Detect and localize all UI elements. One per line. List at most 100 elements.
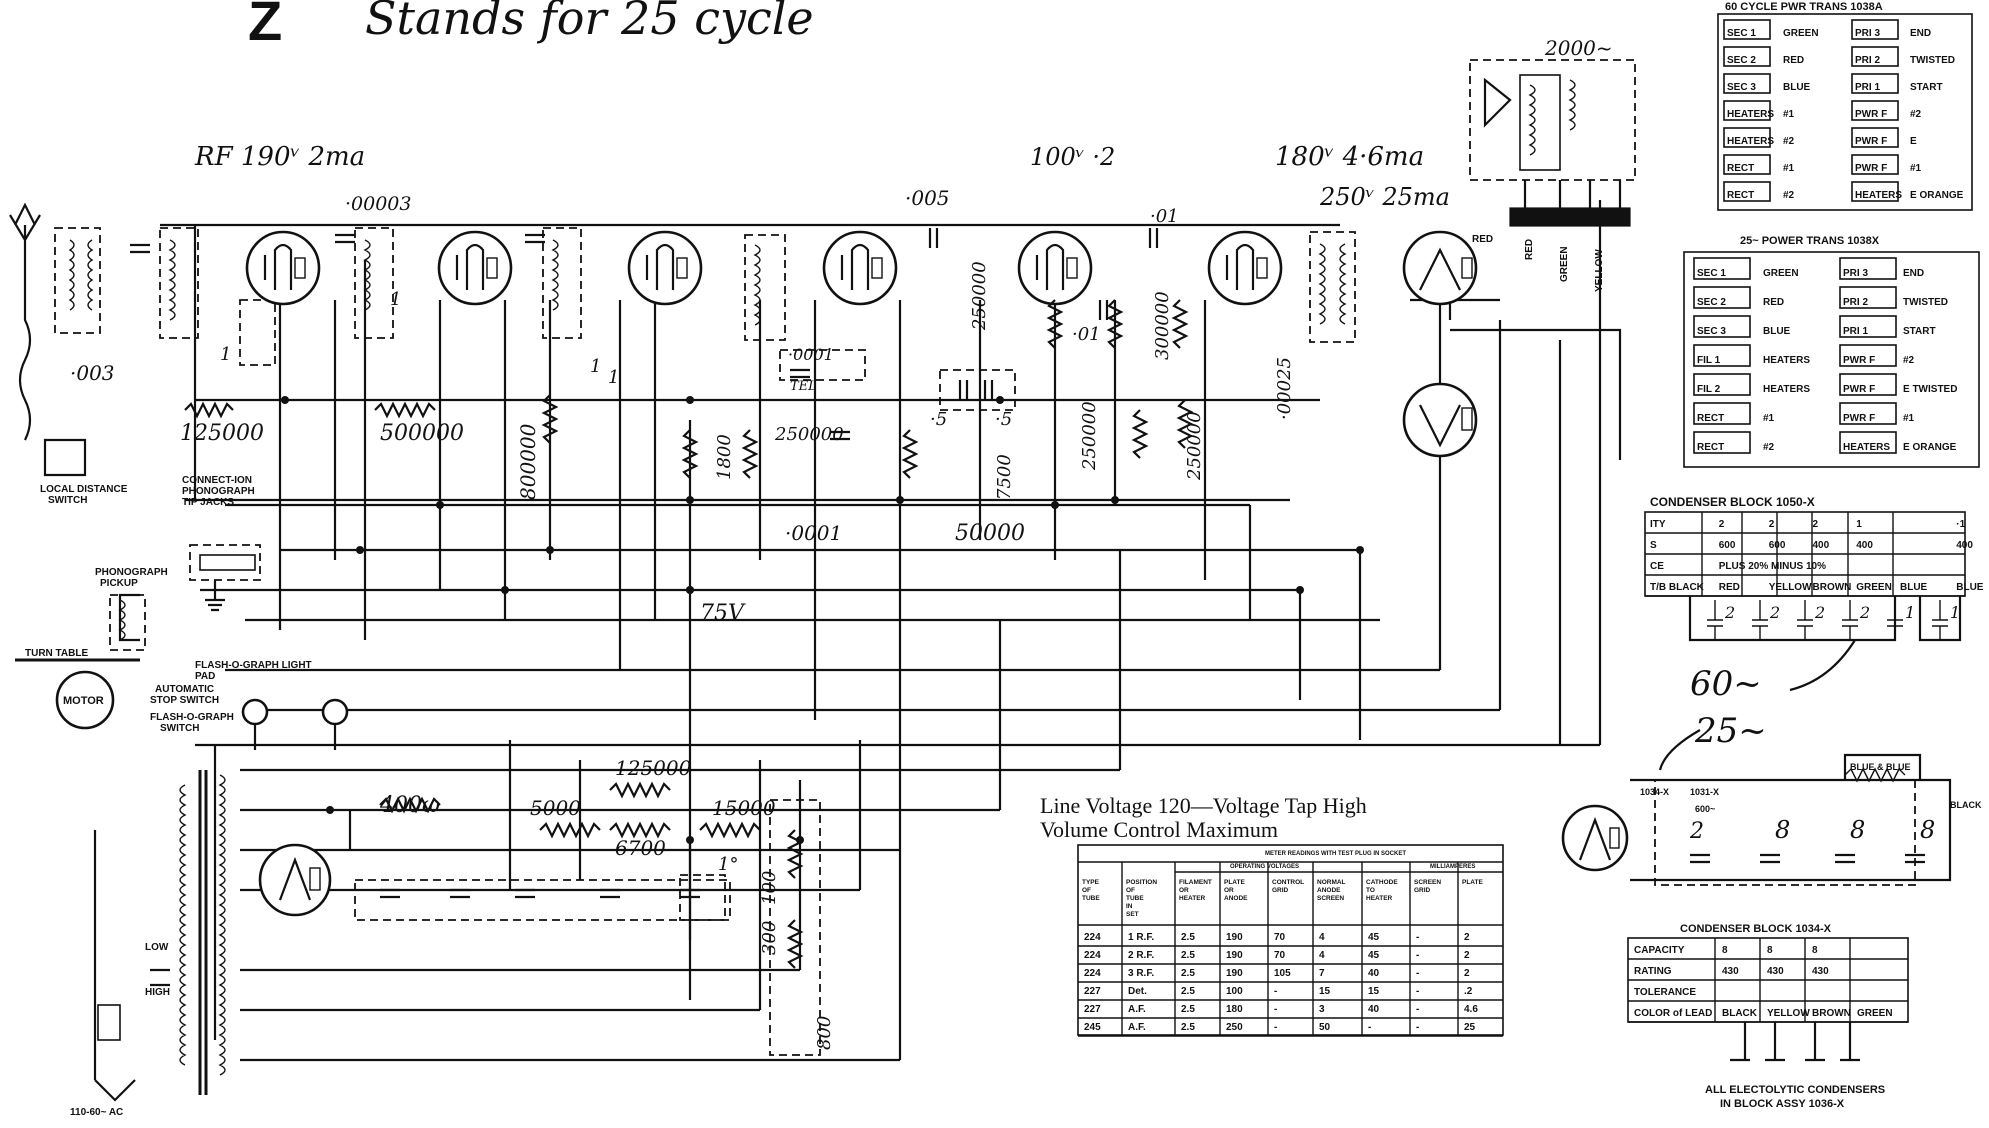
cond1034-note-2: IN BLOCK ASSY 1036-X	[1720, 1098, 1845, 1110]
vt-cell: 2.5	[1181, 968, 1195, 979]
vt-header-word: TYPE	[1082, 879, 1100, 886]
vt-header-word: TO	[1366, 887, 1375, 894]
vt-header-word: HEATER	[1366, 895, 1393, 902]
res-300000: 300000	[1152, 291, 1173, 360]
pwr25-cell: #2	[1903, 355, 1915, 366]
tube-output	[1402, 230, 1478, 306]
res-100: 100	[759, 871, 780, 905]
cond1050-cell: 1	[1856, 519, 1862, 530]
wire-yellow: YELLOW	[1594, 249, 1605, 292]
res-500000: 500000	[380, 421, 464, 446]
cond1050-cell: YELLOW	[1769, 582, 1812, 593]
vt-cell: 2.5	[1181, 950, 1195, 961]
pwr25-title: 25~ POWER TRANS 1038X	[1740, 235, 1880, 247]
vt-header-word: SCREEN	[1317, 895, 1344, 902]
local-distance-label-1: LOCAL DISTANCE	[40, 484, 128, 495]
cond1050-cell: 400	[1956, 540, 1973, 551]
pwr60-cell: PRI 2	[1855, 55, 1880, 66]
cond1034-cell: GREEN	[1857, 1008, 1893, 1019]
pwr60-cell: PRI 3	[1855, 28, 1880, 39]
filter-lbl1031: 1031-X	[1690, 787, 1719, 797]
vt-cell: 4	[1319, 950, 1325, 961]
vt-header-word: TUBE	[1082, 895, 1100, 902]
vt-cell: -	[1274, 986, 1277, 997]
tube-rf2	[437, 230, 513, 306]
cond1050-cell: RED	[1719, 582, 1740, 593]
vt-cell: 4	[1319, 932, 1325, 943]
vt-cell: A.F.	[1128, 1022, 1146, 1033]
pwr25-cell: END	[1903, 268, 1924, 279]
cond1050-cell: ITY	[1650, 519, 1666, 530]
vt-cell: 25	[1464, 1022, 1476, 1033]
v180-label: 180ᵛ 4·6ma	[1275, 142, 1424, 172]
res-125000b: 125000	[615, 756, 692, 780]
cond1034-cell: 8	[1722, 945, 1728, 956]
vt-cell: 45	[1368, 950, 1380, 961]
vt-cell: 2	[1464, 968, 1470, 979]
cond1050-cell: ·1	[1956, 519, 1965, 530]
pwr25-cell: SEC 2	[1697, 297, 1726, 308]
vt-cell: -	[1416, 1004, 1419, 1015]
cond1034-title: CONDENSER BLOCK 1034-X	[1680, 923, 1832, 935]
connect-label-1: CONNECT-ION	[182, 475, 252, 486]
pwr25-cell: #1	[1763, 413, 1775, 424]
vt-header-word: OR	[1224, 887, 1234, 894]
low-tap-label: LOW	[145, 942, 169, 953]
cond1050-cap-value: 1	[1905, 603, 1915, 622]
vt-meter-hdr: METER READINGS WITH TEST PLUG IN SOCKET	[1265, 851, 1406, 857]
pwr60-cell: TWISTED	[1910, 55, 1955, 66]
vt-cell: 2.5	[1181, 1004, 1195, 1015]
vt-cell: 40	[1368, 1004, 1380, 1015]
vt-cell: 4.6	[1464, 1004, 1478, 1015]
freq-25: 25~	[1694, 711, 1767, 751]
cond1034-cell: BLACK	[1722, 1008, 1758, 1019]
local-distance-label-2: SWITCH	[48, 495, 87, 506]
pwr25-cell: RECT	[1697, 442, 1724, 453]
res-125000a: 125000	[180, 421, 264, 446]
pwr25-cell: #1	[1903, 413, 1915, 424]
cond1034-cell: 430	[1722, 966, 1739, 977]
vt-title-1: Line Voltage 120—Voltage Tap High	[1040, 793, 1367, 818]
vt-cell: -	[1416, 950, 1419, 961]
vt-header-word: FILAMENT	[1179, 879, 1212, 886]
vt-header-word: CATHODE	[1366, 879, 1398, 886]
cond1034-cell: COLOR of LEAD	[1634, 1008, 1712, 1019]
high-tap-label: HIGH	[145, 987, 170, 998]
pwr60-cell: RED	[1783, 55, 1804, 66]
vt-header-word: OF	[1126, 887, 1135, 894]
vt-cell: 15	[1319, 986, 1331, 997]
vt-cell: 2	[1464, 950, 1470, 961]
vt-cell: 70	[1274, 950, 1286, 961]
pwr60-cell: HEATERS	[1727, 109, 1774, 120]
pwr60-cell: SEC 2	[1727, 55, 1756, 66]
pwr60-cell: PWR F	[1855, 136, 1887, 147]
one-e: 1°	[718, 854, 738, 875]
pwr25-cell: HEATERS	[1763, 384, 1810, 395]
power-transformer: LOW HIGH 110-60~ AC	[70, 770, 226, 1118]
res-250000d: 250000	[1184, 411, 1205, 481]
pwr60-cell: PRI 1	[1855, 82, 1880, 93]
speaker-section: 2000~ RED RED GREEN YELLOW	[1469, 36, 1636, 292]
filter-c1: 2	[1689, 819, 1704, 844]
cond1050-cell: 400	[1856, 540, 1873, 551]
vt-cell: 2 R.F.	[1128, 950, 1154, 961]
vt-cell: 50	[1319, 1022, 1331, 1033]
vt-cell: 224	[1084, 968, 1101, 979]
cond1034-cell: BROWN	[1812, 1008, 1851, 1019]
cond1034-cell: YELLOW	[1767, 1008, 1810, 1019]
vt-header-word: PLATE	[1462, 879, 1483, 886]
cond1050-cap-value: 1	[1950, 603, 1960, 622]
pwr25-cell: TWISTED	[1903, 297, 1948, 308]
cond1050-cell: GREEN	[1856, 582, 1892, 593]
vt-cell: 190	[1226, 968, 1243, 979]
vt-header-word: TUBE	[1126, 895, 1144, 902]
pwr60-cell: START	[1910, 82, 1943, 93]
flash-switch-label-1: FLASH-O-GRAPH	[150, 712, 234, 723]
v75-label: 75V	[700, 601, 746, 626]
pwr60-cell: #2	[1783, 136, 1795, 147]
cond1034-cell: CAPACITY	[1634, 945, 1685, 956]
flash-light-label-1: FLASH-O-GRAPH LIGHT	[195, 660, 312, 671]
vt-cell: -	[1416, 986, 1419, 997]
